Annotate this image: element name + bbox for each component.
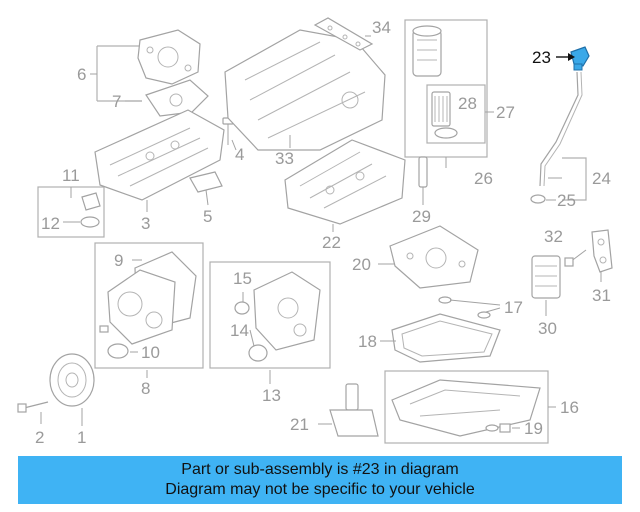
callout-28[interactable]: 28 xyxy=(458,94,477,113)
part-3-valve-cover xyxy=(94,109,225,201)
callout-22[interactable]: 22 xyxy=(322,233,341,252)
part-21-oil-level-sensor xyxy=(329,383,379,437)
callout-7[interactable]: 7 xyxy=(112,92,121,111)
part-33-intake-manifold xyxy=(224,29,386,151)
callout-27[interactable]: 27 xyxy=(496,103,515,122)
callout-15[interactable]: 15 xyxy=(233,269,252,288)
callout-19[interactable]: 19 xyxy=(524,419,543,438)
part-30-oil-cooler xyxy=(531,255,561,299)
part-1-pulley xyxy=(49,353,95,407)
callout-34[interactable]: 34 xyxy=(372,18,391,37)
callout-5[interactable]: 5 xyxy=(203,207,212,226)
part-8-timing-cover xyxy=(107,269,176,345)
part-25-seal xyxy=(530,194,546,204)
callout-14[interactable]: 14 xyxy=(230,321,249,340)
callout-18[interactable]: 18 xyxy=(358,332,377,351)
part-14-seal xyxy=(248,344,268,362)
part-17-seals xyxy=(438,296,491,319)
part-7-gasket-plate xyxy=(145,79,209,117)
callout-17[interactable]: 17 xyxy=(504,298,523,317)
part-26-oil-filter-housing xyxy=(412,25,442,77)
callout-6[interactable]: 6 xyxy=(77,65,86,84)
callout-2[interactable]: 2 xyxy=(35,428,44,447)
callout-26[interactable]: 26 xyxy=(474,169,493,188)
part-32-bolt xyxy=(564,249,587,267)
callout-9[interactable]: 9 xyxy=(114,251,123,270)
part-2-bolt xyxy=(17,401,49,413)
part-19-drain-plug xyxy=(485,423,511,433)
callout-3[interactable]: 3 xyxy=(141,214,150,233)
callout-1[interactable]: 1 xyxy=(77,428,86,447)
callout-8[interactable]: 8 xyxy=(141,379,150,398)
part-24-dipstick-tube xyxy=(539,71,579,187)
callout-25[interactable]: 25 xyxy=(557,191,576,210)
banner-line-disclaimer: Diagram may not be specific to your vehi… xyxy=(165,481,475,498)
part-18-pan-gasket xyxy=(391,313,501,363)
callout-11[interactable]: 11 xyxy=(62,166,80,185)
part-31-bracket xyxy=(591,229,613,273)
banner-line-part: Part or sub-assembly is #23 in diagram xyxy=(181,461,459,478)
part-bolt-8 xyxy=(99,325,109,333)
part-20-oil-pump xyxy=(389,225,479,289)
group-box-13 xyxy=(209,261,331,369)
callout-32[interactable]: 32 xyxy=(544,227,563,246)
callout-16[interactable]: 16 xyxy=(560,398,579,417)
parts-diagram: 1 2 3 4 5 6 7 8 9 10 11 12 13 14 15 16 1… xyxy=(17,17,613,447)
part-23-dipstick-handle xyxy=(570,46,590,71)
group-box-8 xyxy=(94,242,204,369)
callout-30[interactable]: 30 xyxy=(538,319,557,338)
callout-31[interactable]: 31 xyxy=(592,286,611,305)
part-16-oil-pan xyxy=(391,379,541,437)
part-5-bracket xyxy=(189,171,223,193)
callout-21[interactable]: 21 xyxy=(290,415,309,434)
callout-4[interactable]: 4 xyxy=(235,145,244,164)
group-box-28 xyxy=(426,84,486,144)
callout-24[interactable]: 24 xyxy=(592,169,611,188)
callout-10[interactable]: 10 xyxy=(141,343,160,362)
part-13-timing-case xyxy=(253,271,321,351)
part-info-banner: Part or sub-assembly is #23 in diagram D… xyxy=(18,456,622,504)
callout-29[interactable]: 29 xyxy=(412,207,431,226)
callout-23[interactable]: 23 xyxy=(532,48,551,67)
part-10-seal xyxy=(107,343,129,359)
callout-12[interactable]: 12 xyxy=(41,214,60,233)
part-28-o-ring xyxy=(434,127,458,139)
bracket-24 xyxy=(562,157,587,201)
callout-33[interactable]: 33 xyxy=(275,149,294,168)
part-27-oil-filter-element xyxy=(431,91,451,127)
part-12-oil-cap xyxy=(80,192,101,228)
part-22-cylinder-head xyxy=(284,139,406,225)
part-34-manifold-gasket xyxy=(313,17,374,51)
part-29-sensor xyxy=(418,156,428,205)
callout-20[interactable]: 20 xyxy=(352,255,371,274)
callout-13[interactable]: 13 xyxy=(262,386,281,405)
part-15-plug xyxy=(234,301,250,315)
part-6-cover-plate xyxy=(137,29,201,85)
